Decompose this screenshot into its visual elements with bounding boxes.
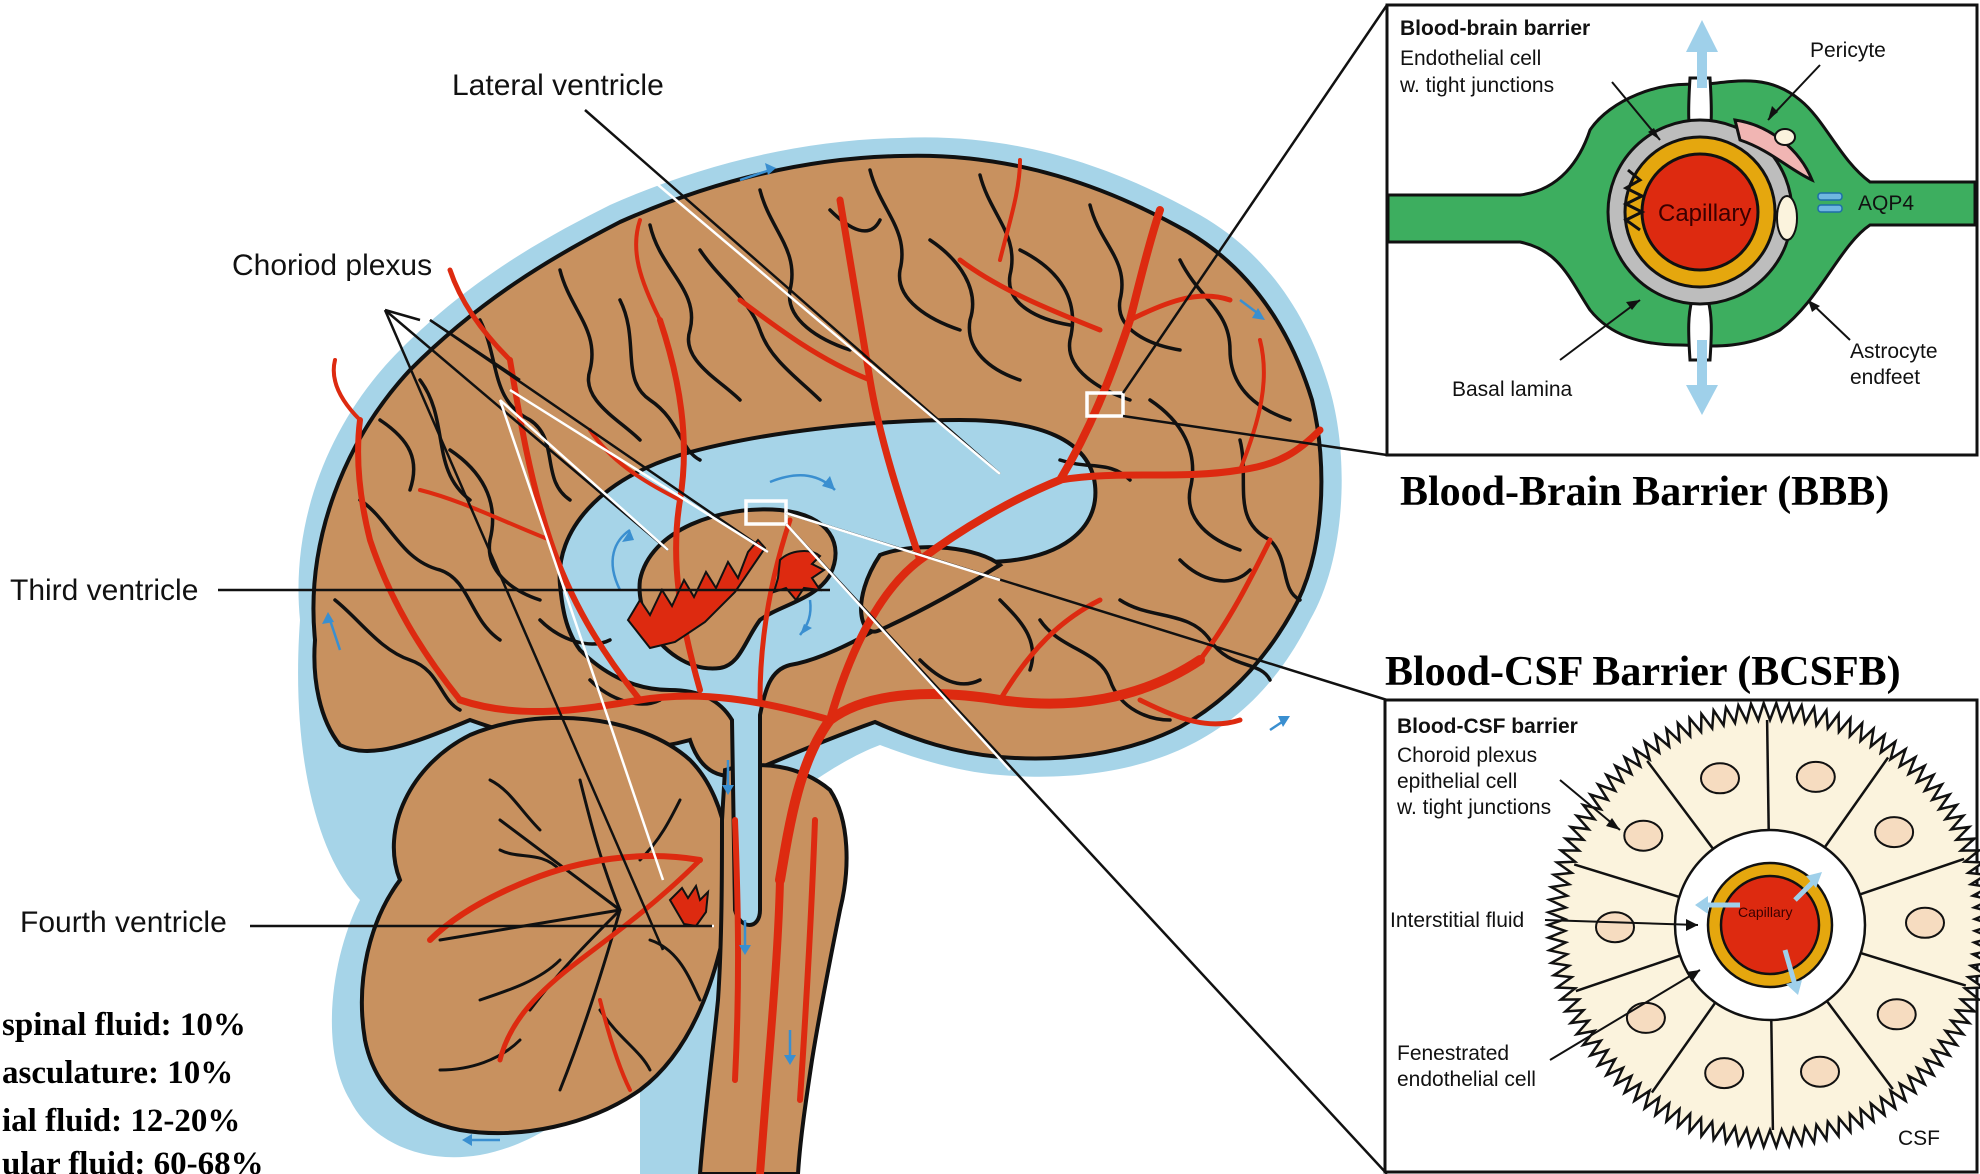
label-lateral-ventricle: Lateral ventricle bbox=[452, 69, 664, 102]
epithelial-nucleus bbox=[1906, 908, 1944, 938]
epithelial-nucleus bbox=[1801, 1057, 1839, 1087]
stat-line: spinal fluid: 10% bbox=[2, 1007, 246, 1043]
bcsfb-csf-label: CSF bbox=[1898, 1127, 1940, 1150]
bcsfb-inset-panel: Blood-CSF barrier Choroid plexus epithel… bbox=[1385, 700, 1980, 1172]
bbb-capillary-label: Capillary bbox=[1658, 200, 1751, 227]
bbb-endothelial-label: w. tight junctions bbox=[1399, 74, 1554, 97]
epithelial-nucleus bbox=[1596, 912, 1634, 942]
epithelial-nucleus bbox=[1875, 817, 1913, 847]
label-fourth-ventricle: Fourth ventricle bbox=[20, 906, 227, 939]
bcsfb-fenestrated-label: endothelial cell bbox=[1397, 1068, 1536, 1091]
bbb-aqp4-label: AQP4 bbox=[1858, 192, 1914, 215]
bbb-endothelial-label: Endothelial cell bbox=[1400, 47, 1541, 70]
bcsfb-heading: Blood-CSF barrier bbox=[1397, 715, 1578, 738]
epithelial-nucleus bbox=[1705, 1058, 1743, 1088]
fluid-volume-stats: spinal fluid: 10% asculature: 10% ial fl… bbox=[2, 1007, 264, 1174]
cell-boundary bbox=[1767, 720, 1769, 830]
bbb-heading: Blood-brain barrier bbox=[1400, 17, 1590, 40]
bcsfb-fenestrated-label: Fenestrated bbox=[1397, 1042, 1509, 1065]
epithelial-nucleus bbox=[1624, 821, 1662, 851]
epithelial-nucleus bbox=[1627, 1003, 1665, 1033]
bcsfb-interstitial-label: Interstitial fluid bbox=[1390, 909, 1524, 932]
label-third-ventricle: Third ventricle bbox=[10, 574, 198, 607]
endothelial-nucleus bbox=[1777, 196, 1797, 240]
cell-boundary bbox=[1771, 1020, 1773, 1130]
bcsfb-choroid-label: w. tight junctions bbox=[1396, 796, 1551, 819]
brain-sagittal-illustration bbox=[298, 137, 1342, 1174]
label-choroid-plexus: Choriod plexus bbox=[232, 249, 432, 282]
bcsfb-choroid-label: epithelial cell bbox=[1397, 770, 1517, 793]
bcsfb-capillary-label: Capillary bbox=[1738, 904, 1792, 920]
epithelial-nucleus bbox=[1797, 762, 1835, 792]
stat-line: ial fluid: 12-20% bbox=[2, 1103, 240, 1139]
bcsfb-choroid-label: Choroid plexus bbox=[1397, 744, 1537, 767]
bbb-pericyte-label: Pericyte bbox=[1810, 39, 1886, 62]
pericyte-nucleus bbox=[1775, 129, 1795, 145]
bbb-astrocyte-label: endfeet bbox=[1850, 366, 1920, 389]
epithelial-nucleus bbox=[1701, 763, 1739, 793]
bbb-astrocyte-label: Astrocyte bbox=[1850, 340, 1938, 363]
title-bbb: Blood-Brain Barrier (BBB) bbox=[1400, 469, 1889, 515]
epithelial-nucleus bbox=[1878, 999, 1916, 1029]
stat-line: ular fluid: 60-68% bbox=[2, 1146, 264, 1174]
bbb-basal-lamina-label: Basal lamina bbox=[1452, 378, 1573, 401]
title-bcsfb: Blood-CSF Barrier (BCSFB) bbox=[1385, 649, 1901, 695]
stat-line: asculature: 10% bbox=[2, 1055, 233, 1091]
bbb-inset-panel: Blood-brain barrier Endothelial cell w. … bbox=[1387, 5, 1977, 455]
